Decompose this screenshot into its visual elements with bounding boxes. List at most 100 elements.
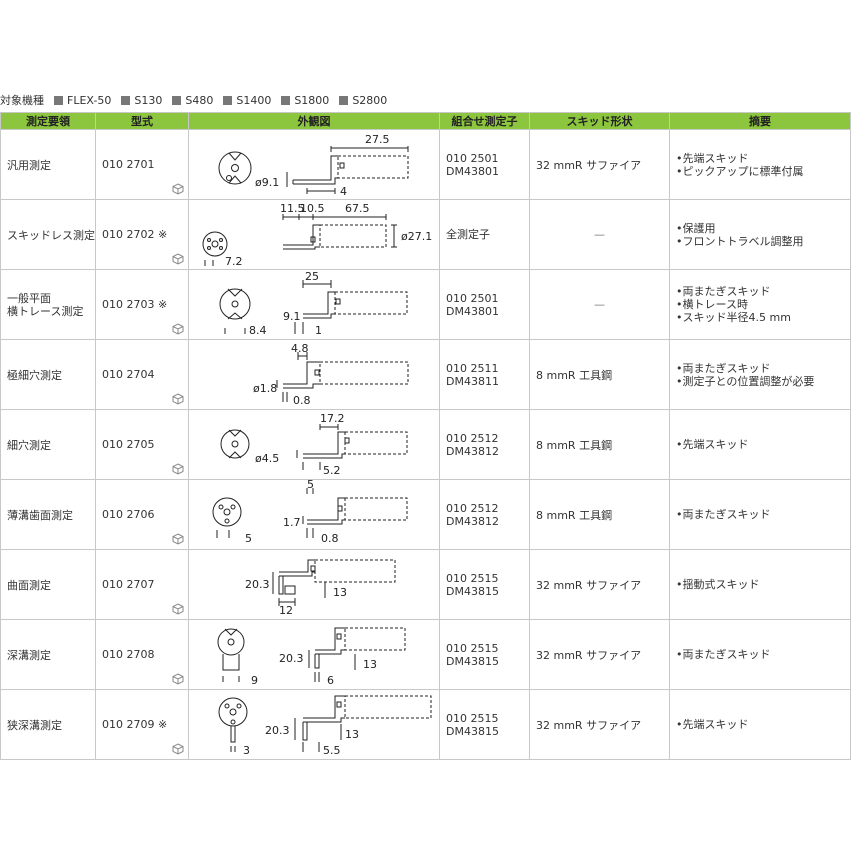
skid-shape-cell: 32 mmR サファイア — [529, 619, 670, 690]
dimension-label: 8.4 — [249, 324, 267, 337]
model-code-cell: 010 2706 — [95, 479, 189, 550]
dimension-label: 6 — [327, 674, 334, 687]
skid-drawing: 25 9.1 8.4 1 — [219, 270, 408, 337]
square-bullet-icon — [172, 95, 182, 105]
dimension-label: 20.3 — [265, 724, 290, 737]
model-code-cell: 010 2708 — [95, 619, 189, 690]
dimension-label: 7.2 — [225, 255, 243, 268]
method-cell: 薄溝歯面測定 — [0, 479, 96, 550]
3d-cube-icon[interactable] — [172, 533, 184, 545]
3d-cube-icon[interactable] — [172, 183, 184, 195]
notes-cell: •両またぎスキッド•横トレース時•スキッド半径4.5 mm — [669, 269, 851, 340]
3d-cube-icon[interactable] — [172, 393, 184, 405]
skid-drawing: 20.3 13 3 5.5 — [218, 695, 432, 757]
dimension-label: ø27.1 — [401, 230, 432, 243]
3d-cube-icon[interactable] — [172, 743, 184, 755]
dimension-label: 5.2 — [323, 464, 341, 477]
method-cell: スキッドレス測定 — [0, 199, 96, 270]
skid-drawing: 11.5 10.5 67.5 ø27.1 7.2 — [202, 202, 432, 268]
target-models-label: 対象機種 — [0, 94, 44, 107]
drawing-cell: 4.8 ø1.8 0.8 — [188, 339, 440, 410]
skid-shape-cell: 32 mmR サファイア — [529, 129, 670, 200]
col-header-model: 型式 — [95, 112, 189, 130]
dimension-label: 13 — [363, 658, 377, 671]
square-bullet-icon — [223, 95, 233, 105]
method-cell: 汎用測定 — [0, 129, 96, 200]
notes-cell: •両またぎスキッド•測定子との位置調整が必要 — [669, 339, 851, 410]
model-code-cell: 010 2709 ※ — [95, 689, 189, 760]
model-s480: S480 — [172, 94, 213, 107]
table-row: 極細穴測定 010 2704 4.8 ø1.8 0.8 01 — [0, 339, 851, 410]
dimension-label: 20.3 — [279, 652, 304, 665]
3d-cube-icon[interactable] — [172, 253, 184, 265]
skid-spec-table: 測定要領 型式 外観図 組合せ測定子 スキッド形状 摘要 汎用測定 010 27… — [0, 112, 851, 760]
3d-cube-icon[interactable] — [172, 673, 184, 685]
skid-drawing: 5 1.7 5 0.8 — [212, 480, 408, 545]
dimension-label: 0.8 — [321, 532, 339, 545]
dimension-label: 17.2 — [320, 412, 345, 425]
dimension-label: 1 — [315, 324, 322, 337]
skid-shape-cell: 32 mmR サファイア — [529, 689, 670, 760]
3d-cube-icon[interactable] — [172, 323, 184, 335]
table-row: 薄溝歯面測定 010 2706 5 1.7 5 — [0, 479, 851, 550]
square-bullet-icon — [54, 95, 63, 105]
model-code-cell: 010 2704 — [95, 339, 189, 410]
skid-shape-cell: 8 mmR 工具鋼 — [529, 479, 670, 550]
dimension-label: 3 — [243, 744, 250, 757]
col-header-drawing: 外観図 — [188, 112, 440, 130]
model-s2800: S2800 — [339, 94, 387, 107]
dimension-label: 5.5 — [323, 744, 341, 757]
3d-cube-icon[interactable] — [172, 463, 184, 475]
table-row: 汎用測定 010 2701 27.5 ø9.1 4 — [0, 129, 851, 200]
model-code-cell: 010 2705 — [95, 409, 189, 480]
target-models-bar: 対象機種 FLEX-50 S130 S480 S1400 S1800 S2800 — [0, 92, 397, 108]
notes-cell: •先端スキッド•ピックアップに標準付属 — [669, 129, 851, 200]
dimension-label: 13 — [345, 728, 359, 741]
skid-drawing: 20.3 12 13 — [245, 559, 396, 617]
dimension-label: 9.1 — [283, 310, 301, 323]
dimension-label: 4 — [340, 185, 347, 198]
dimension-label: 9 — [251, 674, 258, 687]
dimension-label: 25 — [305, 270, 319, 283]
drawing-cell: 20.3 12 13 — [188, 549, 440, 620]
dimension-label: 27.5 — [365, 133, 390, 146]
model-s130: S130 — [121, 94, 162, 107]
model-code-cell: 010 2707 — [95, 549, 189, 620]
skid-shape-cell: — — [529, 269, 670, 340]
dimension-label: ø9.1 — [255, 176, 279, 189]
col-header-notes: 摘要 — [669, 112, 851, 130]
dimension-label: 5 — [307, 480, 314, 491]
method-cell: 極細穴測定 — [0, 339, 96, 410]
table-row: スキッドレス測定 010 2702 ※ 11.5 — [0, 199, 851, 270]
drawing-cell: 20.3 13 9 6 — [188, 619, 440, 690]
method-cell: 狭深溝測定 — [0, 689, 96, 760]
drawing-cell: 11.5 10.5 67.5 ø27.1 7.2 — [188, 199, 440, 270]
drawing-cell: 27.5 ø9.1 4 — [188, 129, 440, 200]
notes-cell: •先端スキッド — [669, 689, 851, 760]
square-bullet-icon — [339, 95, 349, 105]
table-header-row: 測定要領 型式 外観図 組合せ測定子 スキッド形状 摘要 — [0, 112, 851, 130]
table-row: 曲面測定 010 2707 20.3 12 13 010 2 — [0, 549, 851, 620]
col-header-probe: 組合せ測定子 — [439, 112, 530, 130]
skid-shape-cell: 32 mmR サファイア — [529, 549, 670, 620]
col-header-skid-shape: スキッド形状 — [529, 112, 670, 130]
skid-shape-cell: — — [529, 199, 670, 270]
col-header-method: 測定要領 — [0, 112, 96, 130]
dimension-label: 20.3 — [245, 578, 270, 591]
notes-cell: •保護用•フロントトラベル調整用 — [669, 199, 851, 270]
dimension-label: 12 — [279, 604, 293, 617]
table-row: 深溝測定 010 2708 20.3 13 9 — [0, 619, 851, 690]
notes-cell: •両またぎスキッド — [669, 619, 851, 690]
3d-cube-icon[interactable] — [172, 603, 184, 615]
dimension-label: 1.7 — [283, 516, 301, 529]
skid-drawing: 17.2 ø4.5 5.2 — [220, 412, 408, 477]
model-code-cell: 010 2703 ※ — [95, 269, 189, 340]
dimension-label: 4.8 — [291, 342, 309, 355]
table-row: 狭深溝測定 010 2709 ※ 20. — [0, 689, 851, 760]
